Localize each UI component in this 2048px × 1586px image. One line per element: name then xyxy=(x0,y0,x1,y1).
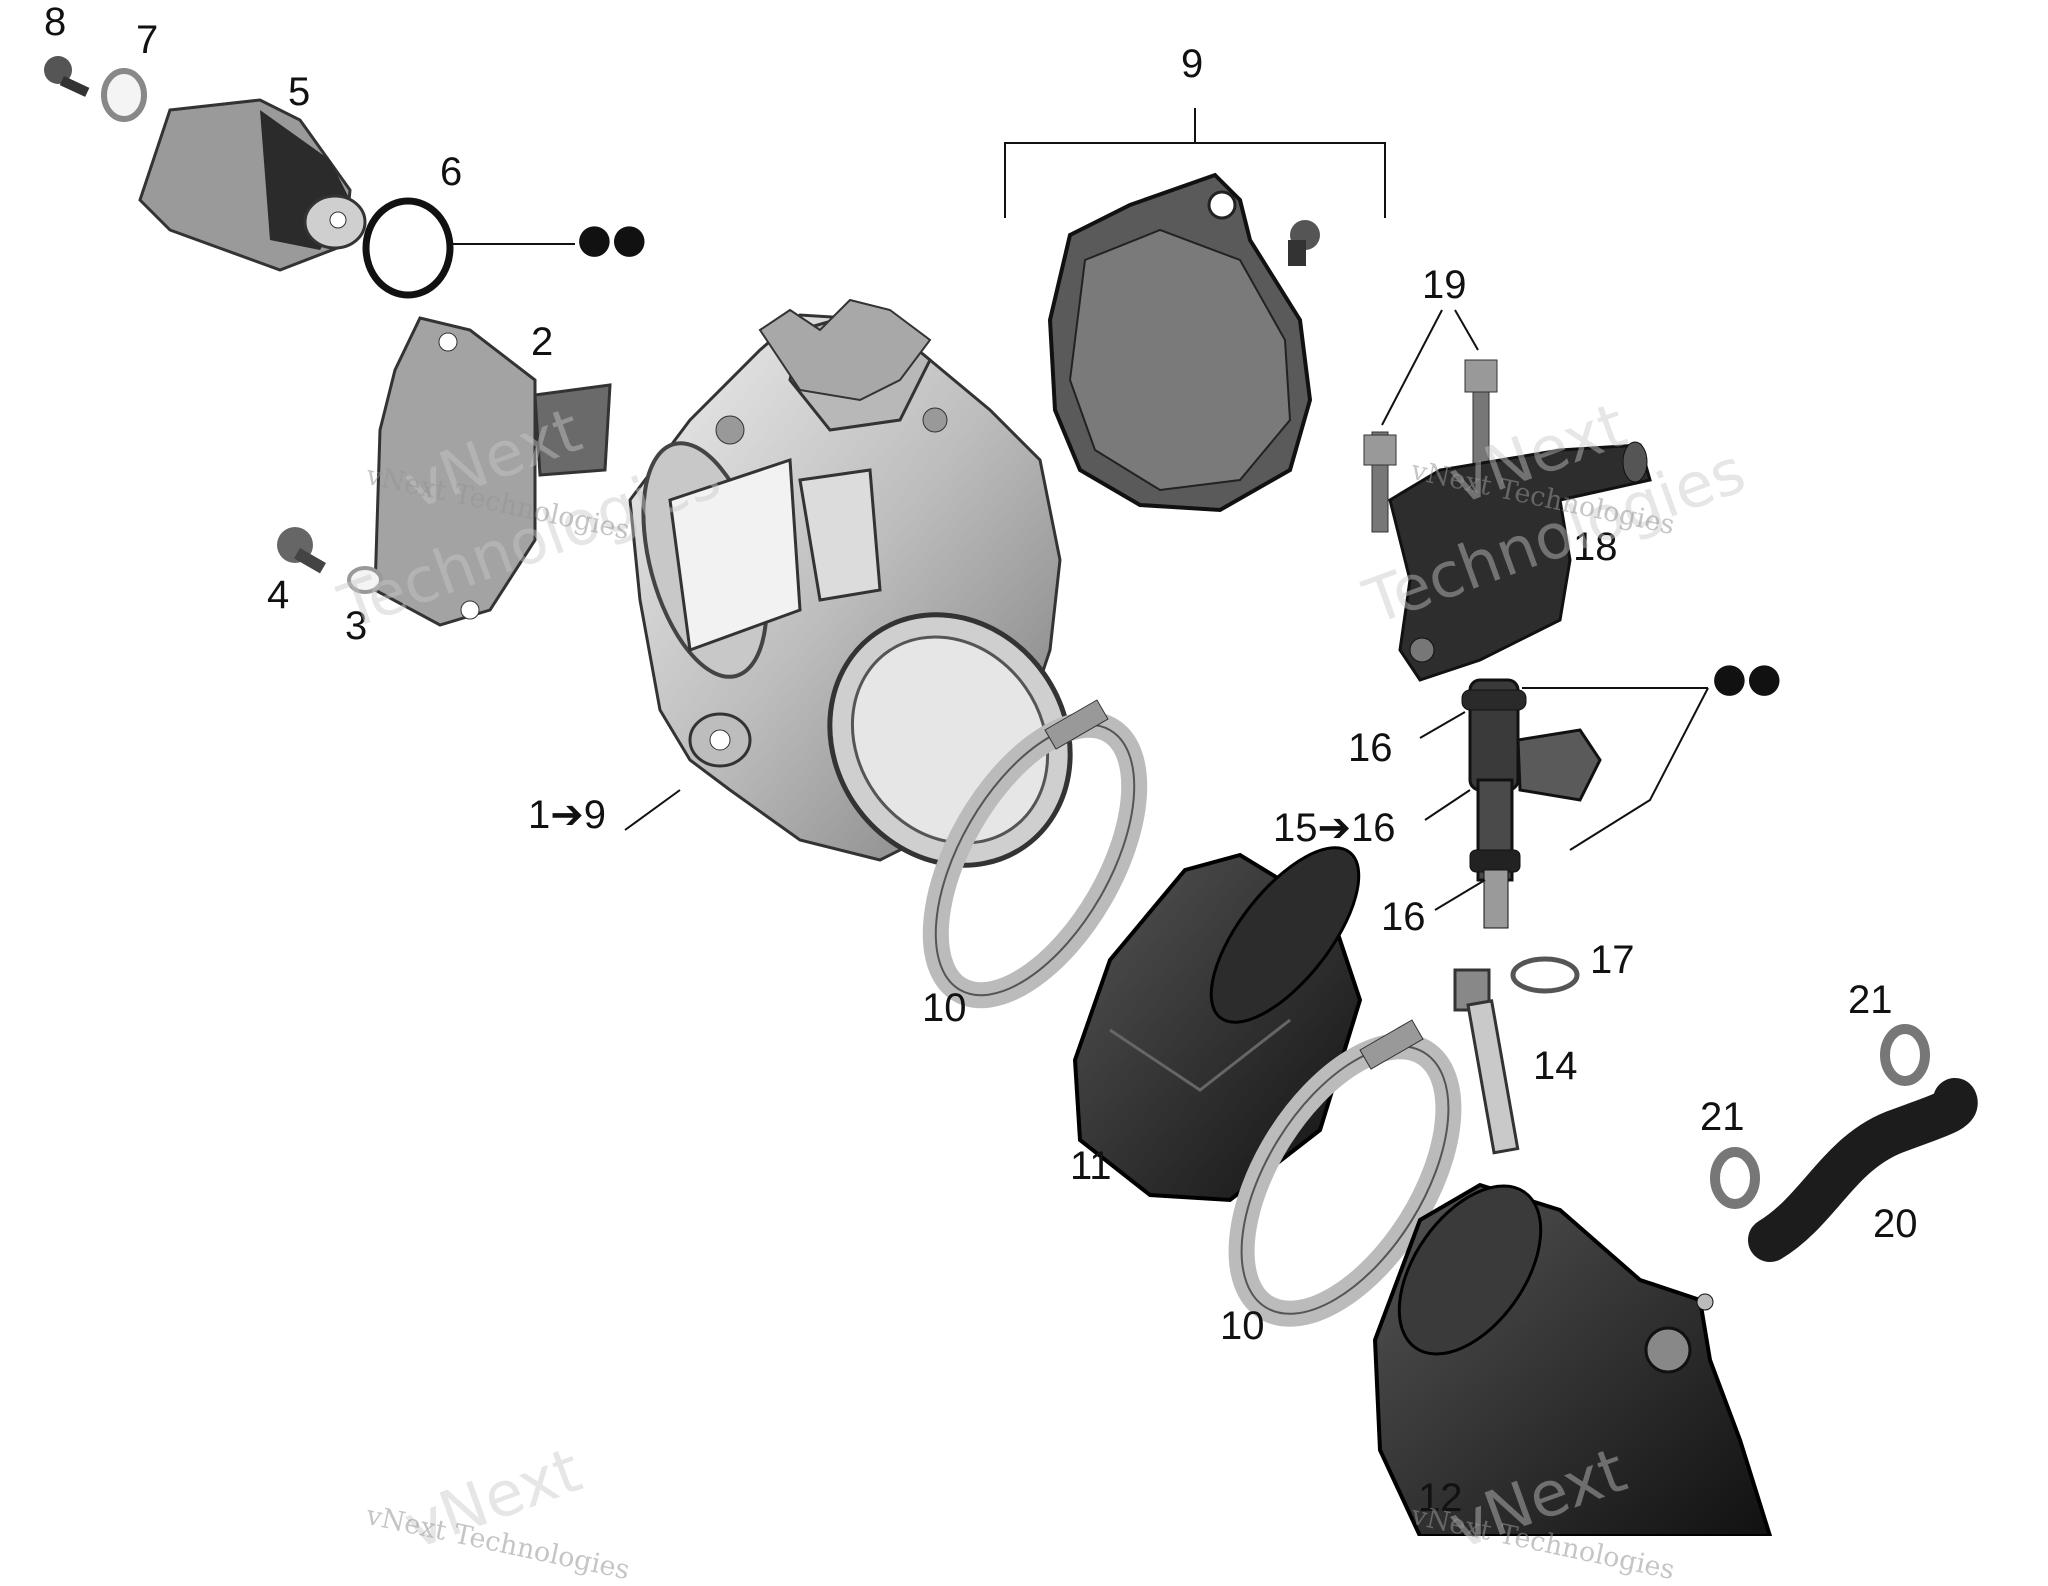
washer-7 xyxy=(101,68,147,122)
manifold-12 xyxy=(1372,1182,1773,1536)
washer-3 xyxy=(347,566,383,594)
screw-9 xyxy=(1288,220,1320,266)
sensor-2 xyxy=(373,316,612,627)
callout-11: 11 xyxy=(1070,1144,1112,1188)
callout-15-16: 15➔16 xyxy=(1273,806,1396,850)
callout-12: 12 xyxy=(1418,1476,1463,1520)
callout-16-top: 16 xyxy=(1348,726,1393,770)
bolt-14 xyxy=(1453,968,1520,1155)
cover-9 xyxy=(1047,172,1320,513)
hose-20 xyxy=(1748,1078,1978,1262)
callout-4: 4 xyxy=(267,573,290,617)
oil-symbol-label: ● xyxy=(1746,655,1782,701)
clamp-21-top xyxy=(1880,1024,1930,1086)
clamp-21-bottom xyxy=(1710,1147,1760,1209)
screws-19 xyxy=(1363,359,1498,533)
callout-10-upper: 10 xyxy=(922,986,967,1030)
fitting-18 xyxy=(1388,441,1652,682)
callout-5: 5 xyxy=(288,70,311,114)
callout-3: 3 xyxy=(345,604,368,648)
clamp-10-upper xyxy=(922,699,1148,1009)
callout-1-9: 1➔9 xyxy=(528,793,607,837)
callout-16-bottom: 16 xyxy=(1381,895,1426,939)
oil-symbol-ring: ●● xyxy=(577,216,647,262)
oil-symbol-label: ● xyxy=(611,216,647,262)
callout-8: 8 xyxy=(44,0,67,44)
callout-6: 6 xyxy=(440,150,463,194)
sensor-5 xyxy=(138,98,367,272)
screw-8 xyxy=(44,56,90,97)
callout-9: 9 xyxy=(1181,42,1204,86)
callout-10-lower: 10 xyxy=(1220,1304,1265,1348)
injector-15-16 xyxy=(1461,678,1602,929)
callout-19: 19 xyxy=(1422,263,1467,307)
callout-21-top: 21 xyxy=(1848,978,1893,1022)
callout-17: 17 xyxy=(1590,938,1635,982)
screw-4 xyxy=(277,527,326,574)
o-ring-6 xyxy=(362,197,454,299)
callout-7: 7 xyxy=(136,18,159,62)
o-ring-17 xyxy=(1510,956,1580,994)
callout-21-bottom: 21 xyxy=(1700,1095,1745,1139)
exploded-diagram xyxy=(44,56,1978,1536)
oil-symbol-injector: ●● xyxy=(1712,655,1782,701)
throttle-body xyxy=(628,298,1073,868)
callout-14: 14 xyxy=(1533,1044,1578,1088)
clamp-10-lower xyxy=(1228,1019,1462,1327)
callout-18: 18 xyxy=(1573,525,1618,569)
callout-20: 20 xyxy=(1873,1202,1918,1246)
callout-2: 2 xyxy=(531,320,554,364)
